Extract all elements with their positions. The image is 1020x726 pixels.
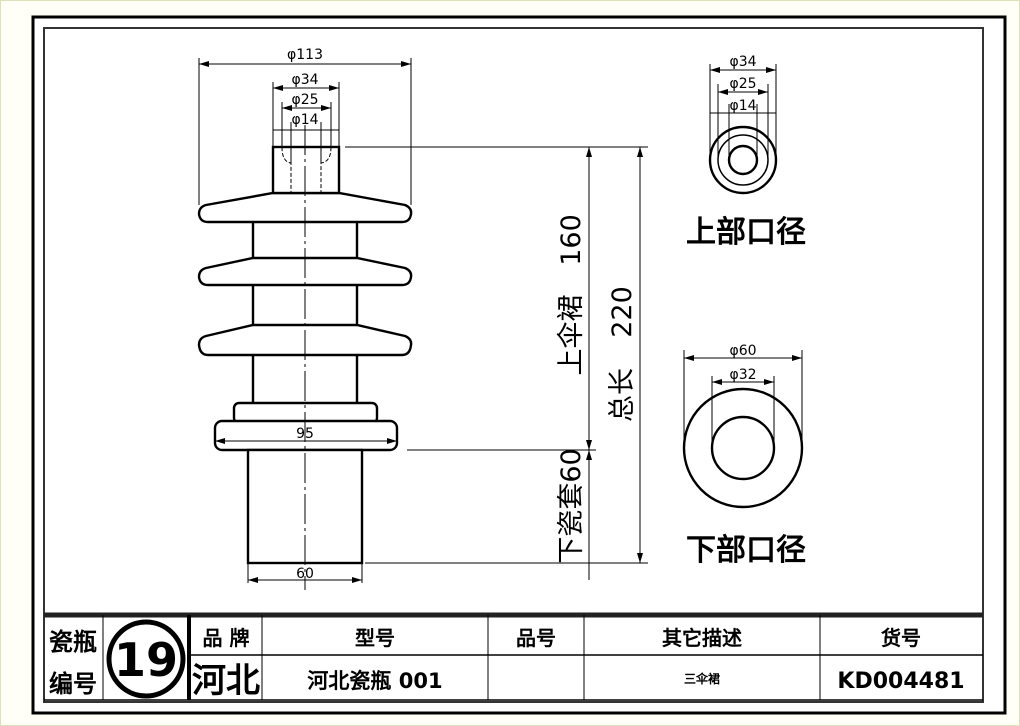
bottom-inner-circle (710, 415, 776, 481)
top-dim-14: φ14 (729, 98, 756, 114)
total-label: 总长 (607, 368, 638, 422)
bottom-opening-title: 下部口径 (686, 533, 806, 568)
brand-value: 河北 (192, 661, 260, 701)
inner-frame (43, 27, 984, 703)
bottom-dim-60: φ60 (729, 343, 756, 359)
bottom-opening-view: φ60 φ32 下部口径 (682, 343, 806, 568)
sku-header: 货号 (881, 626, 921, 650)
dim-113: φ113 (287, 47, 323, 63)
main-dimensions: φ113 φ34 φ25 φ14 95 60 160 上伞裙 220 总长 下瓷… (198, 47, 648, 583)
dim-34: φ34 (291, 72, 318, 88)
title-block: 瓷瓶 编号 19 品 牌 河北 型号 河北瓷瓶 001 品号 其它描述 三伞裙 … (44, 612, 983, 701)
number-label-1: 瓷瓶 (49, 628, 97, 656)
top-opening-view: φ34 φ25 φ14 上部口径 (686, 54, 806, 250)
top-opening-title: 上部口径 (686, 215, 806, 250)
sku-value: KD004481 (837, 669, 964, 694)
top-dim-34: φ34 (729, 54, 756, 70)
upper-shed-label: 上伞裙 (556, 295, 587, 376)
bottom-dim-32: φ32 (729, 367, 756, 383)
description-value: 三伞裙 (684, 671, 720, 686)
insulator-side-view (197, 125, 413, 590)
lower-sleeve-label: 下瓷套60 (556, 448, 587, 563)
upper-shed-length: 160 (556, 214, 587, 266)
top-cap (271, 145, 341, 195)
number-circle (106, 619, 186, 699)
description-header: 其它描述 (662, 626, 742, 650)
dim-60: 60 (296, 566, 314, 582)
dim-25: φ25 (291, 92, 318, 108)
total-length: 220 (607, 286, 638, 338)
top-dim-25: φ25 (729, 76, 756, 92)
model-header: 型号 (355, 626, 395, 650)
dim-14: φ14 (291, 112, 318, 128)
brand-header: 品 牌 (203, 626, 250, 650)
top-inner-circle (727, 144, 759, 176)
item-header: 品号 (516, 626, 556, 650)
dim-95: 95 (296, 426, 314, 442)
model-value: 河北瓷瓶 001 (307, 669, 442, 693)
insulator-number: 19 (114, 633, 178, 687)
number-label-2: 编号 (49, 670, 97, 698)
